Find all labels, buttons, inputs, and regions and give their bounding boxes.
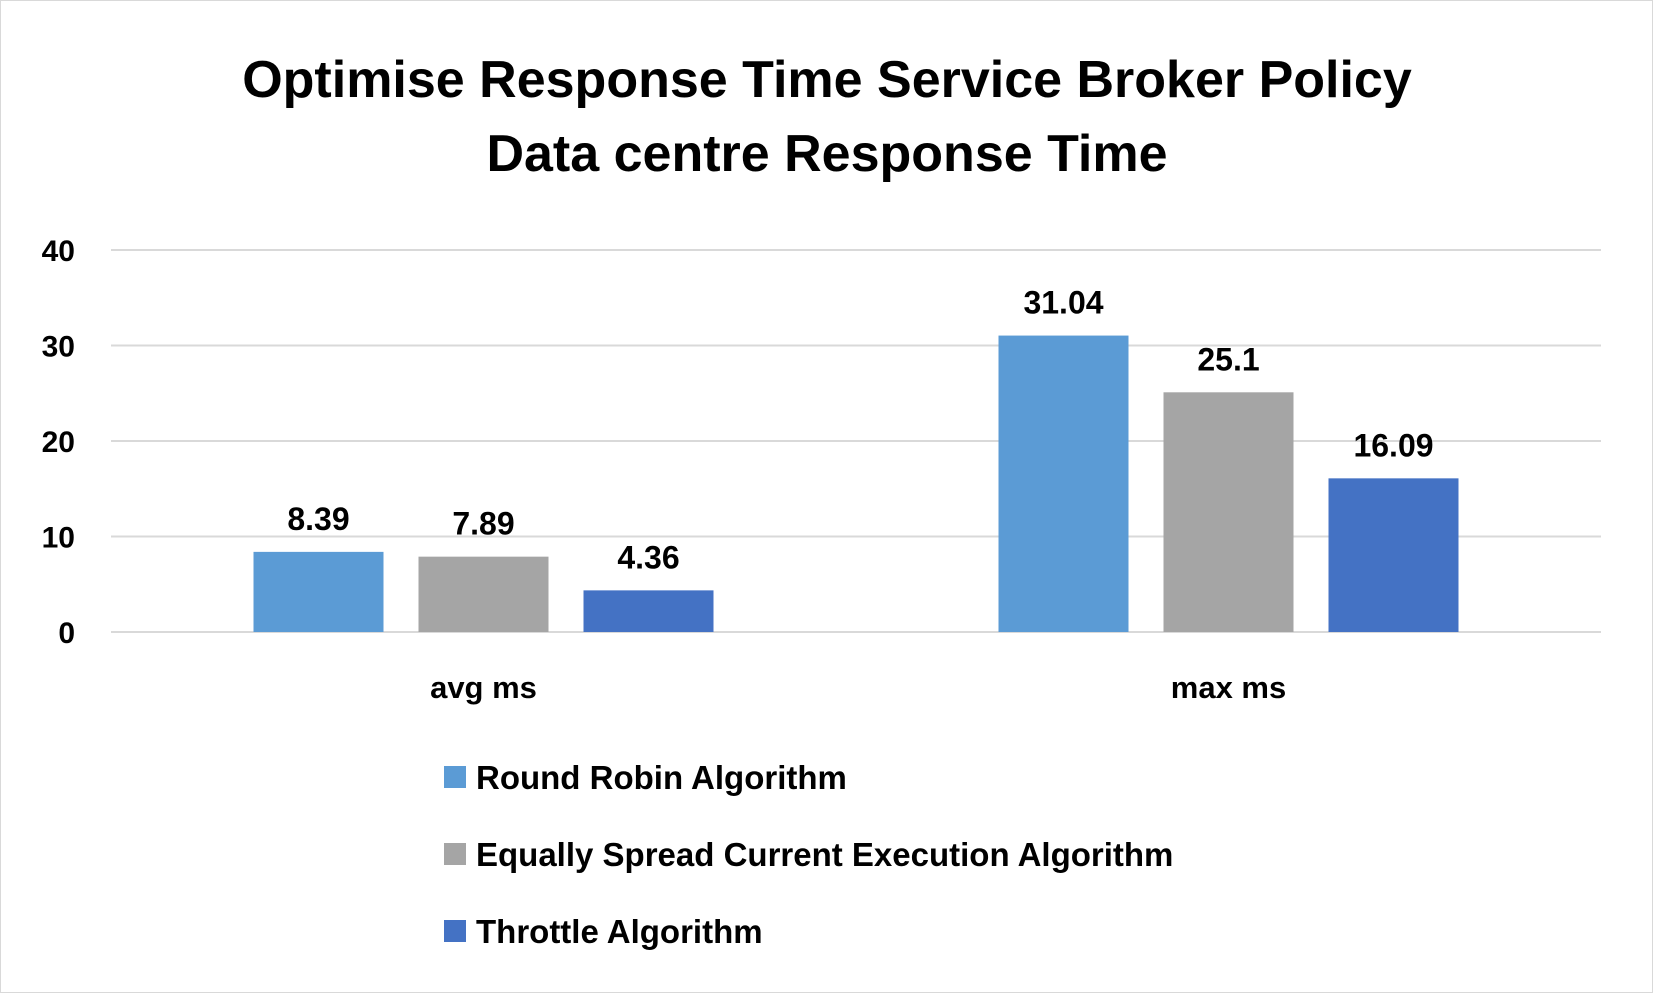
data-labels: 8.39 7.89 4.36 31.04 25.1 16.09 xyxy=(287,285,1433,576)
x-category-label: avg ms xyxy=(430,670,537,705)
legend-label: Equally Spread Current Execution Algorit… xyxy=(476,836,1173,873)
bars xyxy=(253,335,1459,632)
legend-swatch xyxy=(444,766,466,788)
y-axis-ticks: 0 10 20 30 40 xyxy=(42,235,75,650)
bar xyxy=(998,335,1129,632)
legend-swatch xyxy=(444,843,466,865)
chart-subtitle: Data centre Response Time xyxy=(486,125,1167,183)
y-tick-label: 40 xyxy=(42,235,75,268)
y-tick-label: 20 xyxy=(42,426,75,459)
data-label: 4.36 xyxy=(617,539,679,575)
data-label: 7.89 xyxy=(452,506,514,542)
y-tick-label: 10 xyxy=(42,522,75,555)
legend-swatch xyxy=(444,920,466,942)
legend-label: Throttle Algorithm xyxy=(476,913,763,950)
bar xyxy=(583,590,714,632)
data-label: 25.1 xyxy=(1197,341,1259,377)
bar xyxy=(418,556,549,632)
x-category-label: max ms xyxy=(1171,670,1286,705)
data-label: 8.39 xyxy=(287,501,349,537)
legend-label: Round Robin Algorithm xyxy=(476,759,847,796)
bar xyxy=(253,551,384,632)
bar xyxy=(1163,392,1294,632)
data-label: 31.04 xyxy=(1023,285,1103,321)
bar xyxy=(1328,478,1459,632)
chart-title: Optimise Response Time Service Broker Po… xyxy=(242,51,1412,109)
data-label: 16.09 xyxy=(1353,427,1433,463)
y-tick-label: 0 xyxy=(58,617,75,650)
y-tick-label: 30 xyxy=(42,331,75,364)
x-axis-categories: avg ms max ms xyxy=(430,670,1286,705)
